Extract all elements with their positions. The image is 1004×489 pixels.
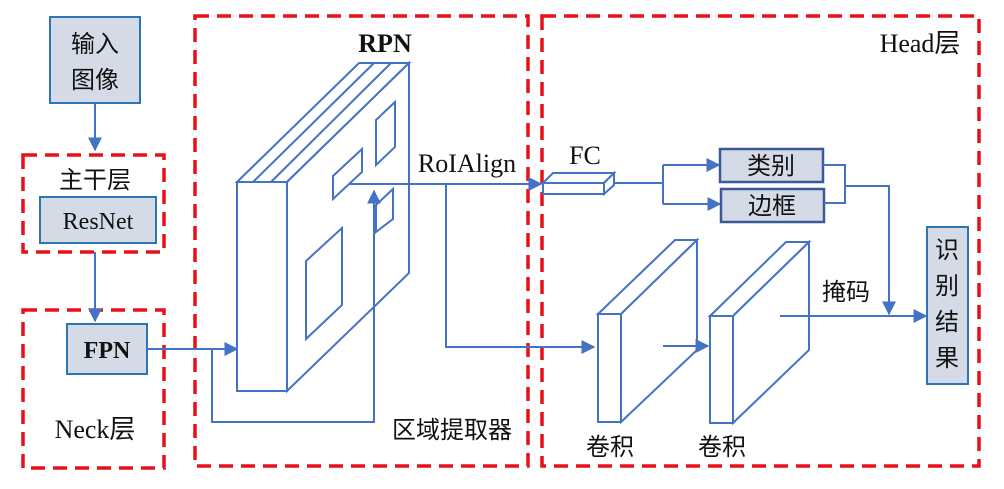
result-char-4: 果: [935, 344, 959, 372]
head-title: Head层: [880, 29, 961, 58]
bbox-box: [719, 187, 826, 224]
fc-label: FC: [569, 141, 601, 170]
result-char-2: 别: [935, 272, 959, 300]
head-group: [540, 14, 981, 468]
anchor-box-1: [375, 99, 396, 168]
conv-block-1: [595, 237, 700, 425]
conv2-label: 卷积: [698, 433, 746, 461]
resnet-box: [39, 196, 157, 244]
fpn-label: FPN: [84, 338, 131, 364]
conv-block-2: [707, 239, 812, 426]
class-label: 类别: [747, 152, 795, 180]
input-image-box: [49, 16, 141, 104]
fc-block: [540, 170, 617, 197]
anchor-box-3: [375, 186, 394, 235]
anchor-box-4: [305, 225, 343, 342]
fpn-box: [66, 323, 148, 375]
input-image-label-2: 图像: [71, 66, 119, 94]
resnet-label: ResNet: [63, 209, 134, 235]
mask-label: 掩码: [822, 278, 870, 306]
backbone-group: [21, 153, 166, 254]
class-box: [718, 147, 825, 184]
conv1-label: 卷积: [586, 433, 634, 461]
result-char-3: 结: [935, 308, 959, 336]
input-image-label-1: 输入: [71, 30, 119, 58]
bbox-label: 边框: [748, 192, 796, 220]
rpn-feature-block: [234, 60, 412, 394]
arrow-merge-to-result: [845, 185, 896, 316]
result-char-1: 识: [935, 236, 959, 264]
region-extractor-label: 区域提取器: [392, 416, 512, 444]
result-box: [926, 226, 969, 385]
anchor-box-2: [332, 146, 363, 202]
neck-title: Neck层: [55, 415, 136, 444]
region-extractor-loop: [211, 189, 381, 423]
rpn-group: [193, 14, 530, 468]
roialign-label: RoIAlign: [418, 149, 516, 178]
arrow-roialign-to-conv: [445, 184, 596, 354]
class-bbox-merge: [823, 164, 846, 204]
backbone-title: 主干层: [59, 166, 131, 194]
rpn-title: RPN: [358, 29, 412, 58]
